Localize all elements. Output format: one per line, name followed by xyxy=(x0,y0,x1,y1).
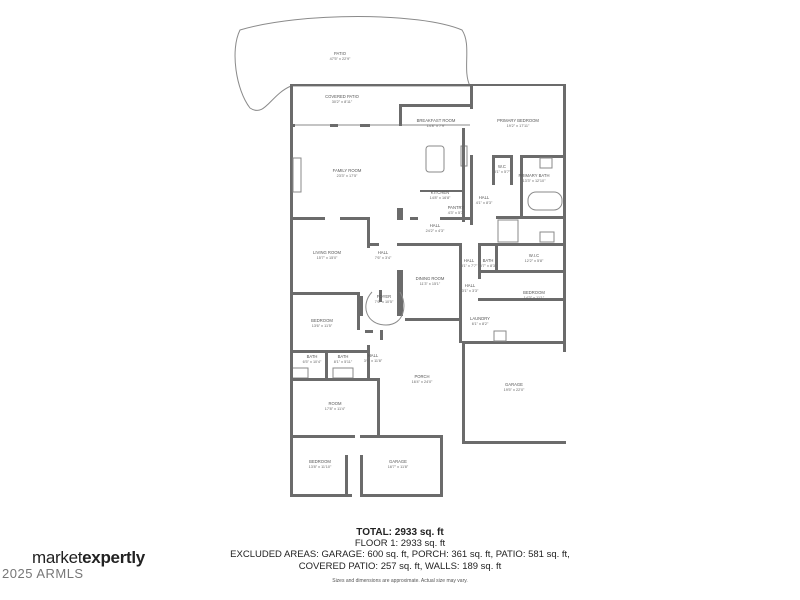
room-name-primary-bedroom: PRIMARY BEDROOM xyxy=(497,118,539,123)
room-dim-laundry: 6'1" x 8'2" xyxy=(472,322,489,326)
room-dim-wc: 3'1" x 5'7" xyxy=(494,170,511,174)
room-name-primary-bath: PRIMARY BATH xyxy=(519,173,550,178)
room-dim-primary-bath: 13'3" x 12'10" xyxy=(523,179,547,183)
room-name-hall-2: HALL xyxy=(430,223,441,228)
room-dim-foyer: 7'6" x 10'5" xyxy=(375,300,394,304)
room-name-bath-1: BATH xyxy=(483,258,494,263)
room-name-bedroom-2: BEDROOM xyxy=(311,318,333,323)
room-name-room: ROOM xyxy=(328,401,342,406)
room-dim-family-room: 23'3" x 17'5" xyxy=(337,174,358,178)
room-name-living-room: LIVING ROOM xyxy=(313,250,341,255)
room-name-pantry: PANTRY xyxy=(448,205,465,210)
room-name-hall-1: HALL xyxy=(479,195,490,200)
room-name-bath-3: BATH xyxy=(338,354,349,359)
total-area: TOTAL: 2933 sq. ft xyxy=(356,527,444,538)
room-name-hall-5: HALL xyxy=(465,283,476,288)
room-dim-dining-room: 11'3" x 15'1" xyxy=(420,282,441,286)
room-name-bath-2: BATH xyxy=(307,354,318,359)
room-name-hall-4: HALL xyxy=(464,258,475,263)
walls xyxy=(290,84,566,497)
room-name-bedroom-3: BEDROOM xyxy=(309,459,331,464)
room-dim-hall-6: 3'6" x 11'8" xyxy=(364,359,383,363)
room-dim-garage-1: 19'5" x 22'0" xyxy=(504,388,525,392)
room-name-porch: PORCH xyxy=(414,374,429,379)
room-name-garage-1: GARAGE xyxy=(505,382,523,387)
room-dim-bedroom-2: 13'6" x 11'5" xyxy=(312,324,333,328)
room-dim-garage-2: 16'7" x 11'8" xyxy=(388,465,409,469)
floor-1-area: FLOOR 1: 2933 sq. ft xyxy=(354,538,446,549)
room-name-hall-3: HALL xyxy=(378,250,389,255)
room-dim-kitchen: 14'8" x 16'8" xyxy=(430,196,451,200)
room-dim-bedroom-1: 14'3" x 11'1" xyxy=(524,296,545,300)
room-name-breakfast-room: BREAKFAST ROOM xyxy=(417,118,456,123)
room-name-dining-room: DINING ROOM xyxy=(416,276,445,281)
brand-light: market xyxy=(32,548,83,567)
room-name-wic: W.I.C xyxy=(529,253,539,258)
room-dim-bath-3: 8'1" x 5'11" xyxy=(334,360,353,364)
room-dim-room: 17'8" x 11'4" xyxy=(325,407,346,411)
room-name-covered-patio: COVERED PATIO xyxy=(325,94,360,99)
room-dim-hall-5: 3'1" x 3'3" xyxy=(462,289,479,293)
room-dim-pantry: 4'3" x 5'7" xyxy=(448,211,465,215)
room-name-family-room: FAMILY ROOM xyxy=(333,168,362,173)
room-name-laundry: LAUNDRY xyxy=(470,316,490,321)
floor-plan: PATIO 47'5" x 22'9" COVERED PATIO 30'2" … xyxy=(234,16,566,497)
room-dim-bath-2: 6'5" x 10'4" xyxy=(303,360,322,364)
disclaimer: Sizes and dimensions are approximate. Ac… xyxy=(332,578,468,584)
copyright-watermark: 2025 ARMLS xyxy=(2,566,84,581)
room-dim-primary-bedroom: 19'2" x 17'11" xyxy=(507,124,530,128)
room-dim-patio: 47'5" x 22'9" xyxy=(330,57,351,61)
room-dim-hall-4: 3'1" x 7'7" xyxy=(461,264,478,268)
room-name-hall-6: HALL xyxy=(368,353,379,358)
room-dim-hall-2: 24'2" x 4'3" xyxy=(426,229,445,233)
brand-bold: expertly xyxy=(82,548,145,567)
room-name-wc: W.C xyxy=(498,164,506,169)
room-dim-porch: 16'4" x 24'0" xyxy=(412,380,433,384)
room-dim-breakfast-room: 14'8" x 7'9" xyxy=(427,124,446,128)
room-dim-bedroom-3: 13'8" x 11'10" xyxy=(309,465,332,469)
excluded-areas-line-2: COVERED PATIO: 257 sq. ft, WALLS: 189 sq… xyxy=(298,561,502,572)
room-name-foyer: FOYER xyxy=(377,294,391,299)
room-dim-wic: 12'2" x 5'8" xyxy=(525,259,544,263)
room-dim-living-room: 15'7" x 15'0" xyxy=(317,256,338,260)
room-name-kitchen: KITCHEN xyxy=(431,190,449,195)
room-name-bedroom-1: BEDROOM xyxy=(523,290,545,295)
brand-logo: marketexpertly xyxy=(32,548,145,568)
room-dim-hall-1: 4'1" x 8'3" xyxy=(476,201,493,205)
room-dim-hall-3: 7'6" x 3'4" xyxy=(375,256,392,260)
room-name-garage-2: GARAGE xyxy=(389,459,407,464)
room-name-patio: PATIO xyxy=(334,51,347,56)
room-labels: PATIO 47'5" x 22'9" COVERED PATIO 30'2" … xyxy=(303,51,550,469)
room-dim-covered-patio: 30'2" x 8'11" xyxy=(332,100,353,104)
room-dim-bath-1: 5'7" x 8'3" xyxy=(480,264,497,268)
excluded-areas-line-1: EXCLUDED AREAS: GARAGE: 600 sq. ft, PORC… xyxy=(230,549,570,560)
patio-outline xyxy=(234,16,471,111)
